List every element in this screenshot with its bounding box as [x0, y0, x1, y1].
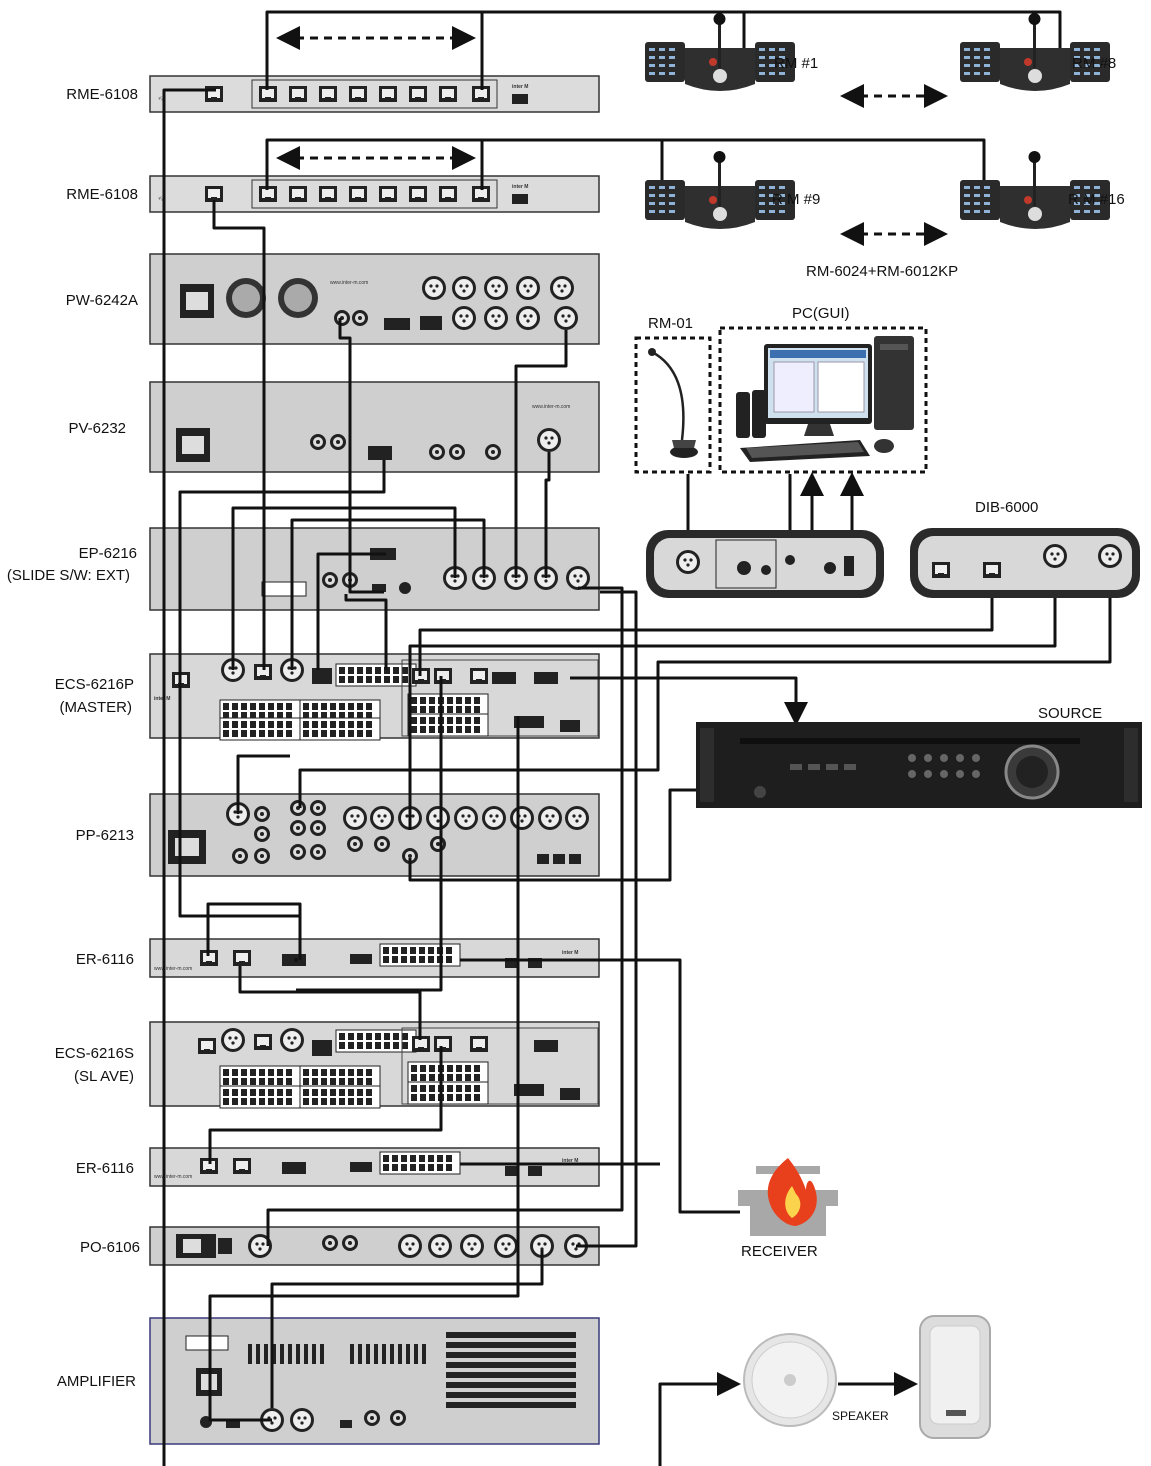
fire-receiver: [738, 1158, 838, 1236]
pc-gui-computer: [718, 326, 928, 474]
device-labels: RME-6108 RME-6108 PW-6242A PV-6232 EP-62…: [7, 55, 1125, 1423]
svg-text:⁴⁄₅: ⁴⁄₅: [158, 196, 163, 202]
rme-6108-panel-1: inter M ⁴⁄₅: [149, 75, 600, 113]
pp-6213-panel: [149, 793, 600, 877]
ecs-6216p-panel: inter M: [149, 653, 600, 741]
ecs-6216s-panel: [149, 1021, 600, 1109]
label-ecs-6216p-role: (MASTER): [60, 699, 133, 716]
label-er-6116-1: ER-6116: [76, 951, 134, 968]
label-rm-01: RM-01: [648, 315, 693, 332]
svg-text:inter M: inter M: [154, 696, 170, 702]
label-pc-gui: PC(GUI): [792, 305, 850, 322]
label-rme-6108-2: RME-6108: [66, 186, 138, 203]
svg-text:www.inter-m.com: www.inter-m.com: [154, 1174, 192, 1180]
svg-text:⁴⁄₅: ⁴⁄₅: [158, 96, 163, 102]
label-rme-6108-1: RME-6108: [66, 86, 138, 103]
svg-text:inter M: inter M: [512, 84, 528, 90]
rm-01-interface-box: [646, 530, 884, 598]
er-6116-panel-2: inter M www.inter-m.com: [149, 1147, 600, 1187]
svg-text:www.inter-m.com: www.inter-m.com: [330, 280, 368, 286]
label-source: SOURCE: [1038, 705, 1102, 722]
svg-text:inter M: inter M: [562, 950, 578, 956]
svg-text:www.inter-m.com: www.inter-m.com: [154, 966, 192, 972]
dib-6000-box: [910, 528, 1140, 598]
label-speaker: SPEAKER: [832, 1409, 889, 1423]
rm-desk-9: [645, 151, 795, 229]
label-ep-6216: EP-6216: [79, 545, 137, 562]
po-6106-panel: [149, 1226, 600, 1266]
label-er-6116-2: ER-6116: [76, 1160, 134, 1177]
er-6116-panel-1: inter M www.inter-m.com: [149, 938, 600, 978]
dashed-links: [276, 26, 948, 246]
label-pp-6213: PP-6213: [76, 827, 134, 844]
svg-text:inter M: inter M: [562, 1158, 578, 1164]
pv-6232-panel: www.inter-m.com: [149, 381, 600, 473]
svg-text:www.inter-m.com: www.inter-m.com: [532, 404, 570, 410]
wiring: [162, 10, 1112, 1466]
label-po-6106: PO-6106: [80, 1239, 140, 1256]
label-rm-kit: RM-6024+RM-6012KP: [806, 263, 958, 280]
ep-6216-panel: [149, 527, 600, 611]
label-pw-6242a: PW-6242A: [66, 292, 138, 309]
label-dib-6000: DIB-6000: [975, 499, 1038, 516]
source-player: [696, 722, 1142, 808]
svg-text:inter M: inter M: [512, 184, 528, 190]
ceiling-speaker: [743, 1333, 837, 1427]
label-ecs-6216s-role: (SL AVE): [74, 1068, 134, 1085]
amplifier-panel: [149, 1317, 600, 1445]
pw-6242a-panel: www.inter-m.com: [149, 253, 600, 345]
label-amplifier: AMPLIFIER: [57, 1373, 136, 1390]
label-rm-1: RM #1: [774, 55, 818, 72]
rm-desk-8: [960, 13, 1110, 91]
label-rm-9: R M #9: [772, 191, 820, 208]
rm-01-microphone: [634, 336, 712, 474]
label-pv-6232: PV-6232: [68, 420, 126, 437]
rm-desk-1: [645, 13, 795, 91]
label-rm-8: RM #8: [1072, 55, 1116, 72]
rme-6108-panel-2: inter M ⁴⁄₅: [149, 175, 600, 213]
label-ecs-6216s: ECS-6216S: [55, 1045, 134, 1062]
wall-speaker: [919, 1315, 991, 1439]
label-rm-16: R M #16: [1068, 191, 1125, 208]
label-receiver: RECEIVER: [741, 1243, 818, 1260]
label-ep-6216-note: (SLIDE S/W: EXT): [7, 567, 130, 584]
label-ecs-6216p: ECS-6216P: [55, 676, 134, 693]
